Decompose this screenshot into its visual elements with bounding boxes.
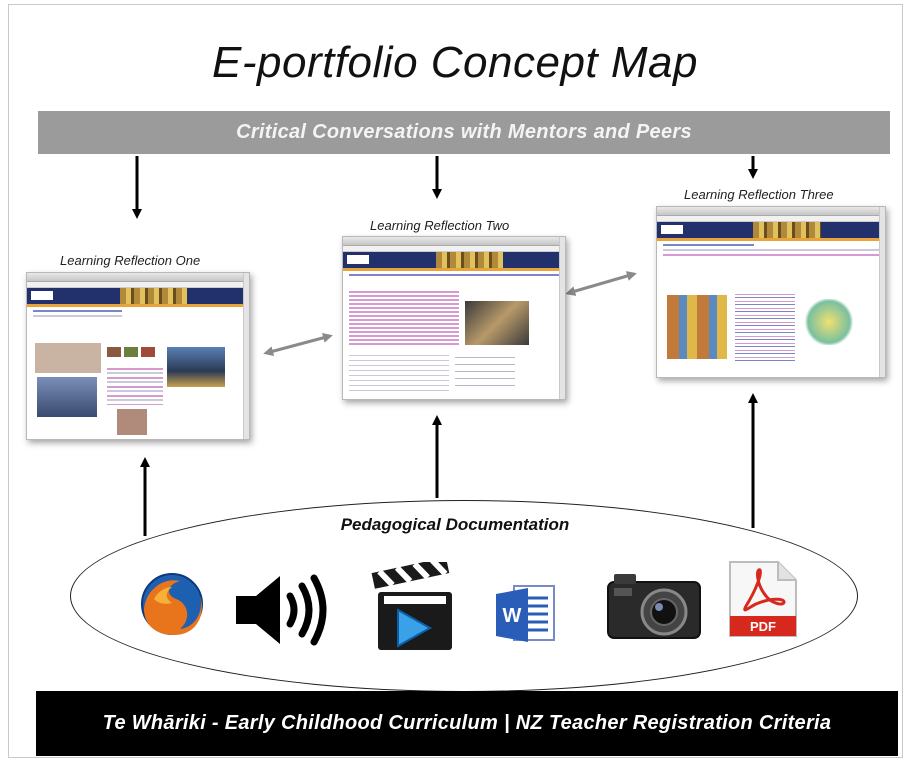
arrow-reflection-one-two: [263, 332, 333, 357]
page-title: E-portfolio Concept Map: [212, 38, 698, 87]
reflection-three-screenshot[interactable]: [656, 206, 886, 378]
video-clapperboard-icon: [371, 562, 452, 650]
reflection-three-label: Learning Reflection Three: [684, 187, 834, 202]
camera-icon: [607, 574, 701, 639]
reflection-one-label: Learning Reflection One: [60, 253, 201, 268]
documentation-label: Pedagogical Documentation: [340, 515, 570, 534]
reflection-one-screenshot[interactable]: [26, 272, 250, 440]
reflection-two-label: Learning Reflection Two: [370, 218, 510, 233]
reflection-two-screenshot[interactable]: [342, 236, 566, 400]
word-document-icon: W: [496, 585, 555, 642]
firefox-icon: [141, 573, 203, 635]
word-letter: W: [503, 605, 522, 627]
speaker-icon: [236, 574, 327, 646]
arrow-reflection-two-three: [565, 271, 637, 296]
top-banner: Critical Conversations with Mentors and …: [38, 111, 890, 154]
pdf-icon: PDF: [729, 561, 797, 637]
pdf-label: PDF: [750, 619, 776, 634]
bottom-banner: Te Whāriki - Early Childhood Curriculum …: [36, 691, 898, 756]
